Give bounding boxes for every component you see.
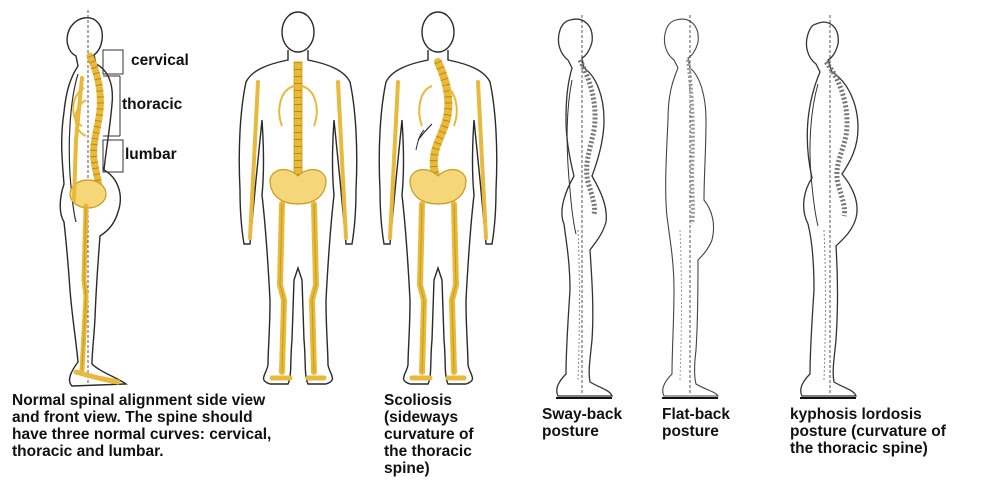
lumbar-label: lumbar	[125, 146, 177, 163]
normal-front-figure	[239, 12, 357, 384]
thoracic-label: thoracic	[122, 96, 182, 113]
swayback-caption: Sway-back posture	[542, 406, 652, 440]
swayback-figure	[556, 15, 612, 398]
cervical-label: cervical	[131, 52, 189, 69]
kyphosis-lordosis-caption: kyphosis lordosis posture (curvature of …	[790, 406, 990, 457]
flatback-caption: Flat-back posture	[662, 406, 772, 440]
normal-side-figure	[60, 10, 126, 386]
scoliosis-caption: Scoliosis (sideways curvature of the tho…	[384, 392, 524, 477]
scoliosis-figure	[379, 12, 497, 384]
flatback-figure	[662, 15, 718, 398]
normal-alignment-caption: Normal spinal alignment side view and fr…	[12, 392, 372, 460]
kyphosis-figure	[800, 15, 858, 398]
